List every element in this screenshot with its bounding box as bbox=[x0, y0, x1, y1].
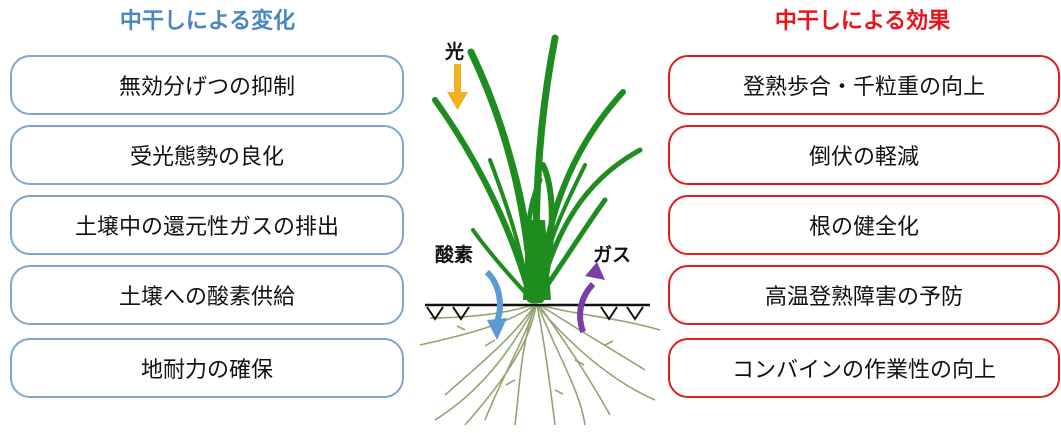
rice-plant-diagram: 光 酸素 ガス bbox=[405, 0, 667, 429]
change-item-1: 無効分げつの抑制 bbox=[10, 55, 404, 115]
change-item-3: 土壌中の還元性ガスの排出 bbox=[10, 195, 404, 255]
left-heading: 中干しによる変化 bbox=[119, 9, 296, 34]
gas-label: ガス bbox=[593, 244, 632, 266]
effect-item-2: 倒伏の軽減 bbox=[668, 125, 1060, 185]
light-arrow-icon bbox=[447, 64, 468, 110]
effect-item-3: 根の健全化 bbox=[668, 195, 1060, 255]
effect-item-4: 高温登熟障害の予防 bbox=[668, 265, 1060, 325]
gas-arrow-icon bbox=[577, 262, 605, 333]
oxygen-arrow-icon bbox=[484, 269, 507, 340]
light-label: 光 bbox=[445, 41, 465, 63]
right-heading: 中干しによる効果 bbox=[774, 9, 951, 34]
rice-plant-illustration bbox=[419, 34, 661, 426]
effect-item-5: コンバインの作業性の向上 bbox=[668, 338, 1060, 398]
change-item-2: 受光態勢の良化 bbox=[10, 125, 404, 185]
stem-base bbox=[523, 220, 551, 300]
change-item-5: 地耐力の確保 bbox=[10, 338, 404, 398]
change-item-4: 土壌への酸素供給 bbox=[10, 265, 404, 325]
soil-surface bbox=[425, 303, 650, 321]
roots bbox=[419, 304, 661, 426]
oxygen-label: 酸素 bbox=[435, 244, 474, 266]
effect-item-1: 登熟歩合・千粒重の向上 bbox=[668, 55, 1060, 115]
